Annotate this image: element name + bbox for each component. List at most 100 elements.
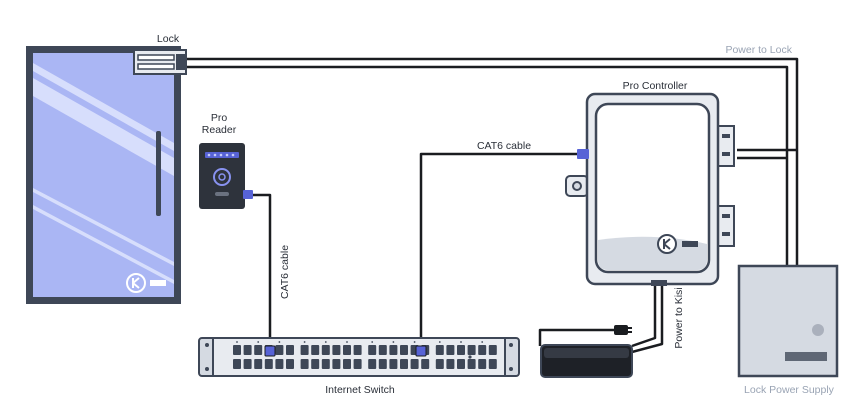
reader-label-line2: Reader — [202, 124, 237, 136]
lock — [133, 49, 187, 75]
switch-port — [478, 345, 487, 355]
power-adapter — [540, 325, 633, 378]
switch-port — [488, 359, 497, 369]
switch-body — [212, 337, 506, 377]
kisi-logo-mark — [663, 238, 671, 250]
switch-port — [300, 359, 309, 369]
switch-port — [275, 345, 284, 355]
switch-port-led — [303, 341, 306, 343]
controller-cat6-label: CAT6 cable — [477, 140, 531, 152]
switch-port — [410, 359, 419, 369]
power-to-kisi-label: Power to Kisi — [673, 287, 685, 348]
switch-port — [488, 345, 497, 355]
lock-bar-2 — [137, 63, 175, 70]
door-handle — [156, 131, 161, 216]
pro-reader — [199, 143, 253, 209]
controller-cat6-connector — [577, 149, 589, 159]
nfc-icon — [213, 168, 231, 186]
switch-port — [286, 345, 294, 355]
lock-label: Lock — [157, 33, 180, 45]
switch-reader-connector — [264, 345, 276, 357]
reader-label-line1: Pro — [211, 112, 228, 124]
switch-label: Internet Switch — [325, 384, 395, 396]
controller-terminal-bottom — [716, 205, 735, 247]
switch-port — [243, 359, 252, 369]
terminal-slot — [722, 232, 730, 236]
controller-terminal-top — [716, 125, 735, 167]
controller-label-plate — [682, 241, 698, 247]
switch-port — [368, 345, 377, 355]
reader-led — [225, 153, 229, 157]
switch-port — [467, 345, 476, 355]
switch-port-led — [392, 341, 395, 343]
kisi-power-cable-1 — [631, 283, 657, 348]
switch-screw — [509, 367, 513, 371]
switch-port — [233, 345, 241, 355]
switch-port-led — [346, 341, 348, 343]
ac-plug — [614, 325, 628, 335]
pro-controller — [565, 92, 735, 286]
reader-led — [213, 153, 217, 157]
terminal-slot — [722, 134, 730, 138]
switch-port — [286, 359, 294, 369]
internet-switch — [198, 337, 520, 377]
lock-bar-1 — [137, 54, 175, 61]
switch-port — [389, 345, 398, 355]
switch-port — [332, 359, 341, 369]
reader-cat6-label: CAT6 cable — [279, 245, 291, 299]
switch-status-dot — [468, 355, 472, 359]
cables — [186, 57, 799, 354]
switch-screw — [205, 367, 209, 371]
switch-port — [264, 359, 273, 369]
switch-port — [353, 359, 362, 369]
switch-port-grid — [233, 341, 497, 369]
switch-port — [478, 359, 487, 369]
glass-reflection-4 — [33, 205, 174, 284]
switch-port — [446, 359, 455, 369]
reader-connector — [243, 190, 253, 199]
switch-port — [321, 359, 330, 369]
power-to-lock-label: Power to Lock — [725, 44, 792, 56]
switch-controller-connector — [415, 345, 427, 357]
lock-terminal — [176, 54, 186, 70]
switch-port-led — [481, 341, 484, 343]
switch-port — [378, 345, 387, 355]
switch-port-led — [460, 341, 462, 343]
switch-port — [243, 345, 252, 355]
reader-cat6-cable — [252, 193, 272, 348]
switch-screw — [509, 343, 513, 347]
switch-port — [233, 359, 241, 369]
switch-port — [446, 345, 455, 355]
glass-reflection-1 — [33, 63, 174, 151]
controller-mount-hole — [572, 181, 582, 191]
switch-screw — [205, 343, 209, 347]
switch-port — [353, 345, 362, 355]
controller-power-grommet — [651, 280, 667, 286]
terminal-slot — [722, 152, 730, 156]
controller-label: Pro Controller — [623, 80, 688, 92]
controller-cover-shade — [598, 236, 707, 270]
ac-plug-prong — [628, 331, 632, 333]
door-label-plate — [150, 280, 166, 286]
switch-port — [435, 345, 444, 355]
reader-body — [199, 143, 245, 209]
switch-port — [421, 359, 430, 369]
switch-port — [400, 345, 408, 355]
switch-port — [435, 359, 444, 369]
glass-reflection-2 — [33, 78, 174, 176]
switch-port — [343, 345, 351, 355]
switch-port — [300, 345, 309, 355]
switch-port-led — [324, 341, 327, 343]
switch-port — [368, 359, 377, 369]
lock-power-cable-1 — [186, 57, 799, 266]
kisi-power-cable-2 — [631, 283, 664, 354]
switch-port — [321, 345, 330, 355]
switch-port — [254, 359, 263, 369]
lock-power-supply — [737, 264, 839, 378]
switch-port-led — [236, 341, 238, 343]
nfc-icon-center — [218, 173, 226, 181]
door — [26, 46, 181, 304]
switch-port-led — [278, 341, 281, 343]
psu-label-plate — [785, 352, 827, 361]
